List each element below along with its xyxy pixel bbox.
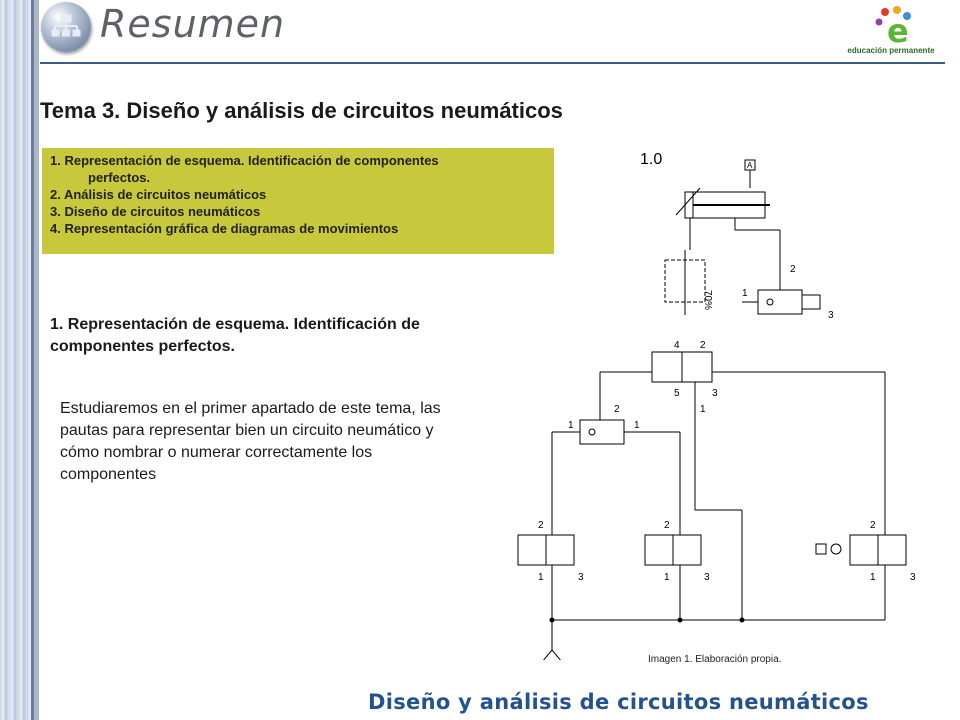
svg-text:1: 1 bbox=[870, 572, 876, 583]
svg-text:1: 1 bbox=[568, 420, 574, 431]
toc-item-2: 2. Análisis de circuitos neumáticos bbox=[50, 187, 267, 202]
left-decorative-border bbox=[0, 0, 39, 720]
svg-text:3: 3 bbox=[578, 572, 584, 583]
header-title: Resumen bbox=[100, 2, 286, 46]
pneumatic-circuit-diagram: 1.0 A 70% 1 2 3 4 2 5 3 1 bbox=[517, 151, 916, 660]
svg-text:70%: 70% bbox=[702, 290, 713, 310]
brand-logo: e educación permanente bbox=[835, 4, 947, 62]
svg-text:2: 2 bbox=[790, 264, 796, 275]
svg-text:3: 3 bbox=[704, 572, 710, 583]
shuttle-valve bbox=[579, 419, 625, 445]
section-body: Estudiaremos en el primer apartado de es… bbox=[60, 400, 441, 483]
svg-text:2: 2 bbox=[664, 520, 670, 531]
svg-text:5: 5 bbox=[674, 388, 680, 399]
svg-text:1: 1 bbox=[634, 420, 640, 431]
toc-item-1: 1. Representación de esquema. Identifica… bbox=[50, 153, 439, 168]
image-caption: Imagen 1. Elaboración propia. bbox=[648, 654, 782, 665]
table-of-contents: 1. Representación de esquema. Identifica… bbox=[42, 148, 554, 254]
brand-mark-icon: e bbox=[875, 6, 911, 50]
svg-text:1: 1 bbox=[538, 572, 544, 583]
svg-text:1: 1 bbox=[664, 572, 670, 583]
svg-text:3: 3 bbox=[910, 572, 916, 583]
svg-text:3: 3 bbox=[712, 388, 718, 399]
quick-exhaust-valve bbox=[757, 289, 803, 315]
toc-item-3: 3. Diseño de circuitos neumáticos bbox=[50, 204, 261, 219]
svg-text:1: 1 bbox=[700, 404, 706, 415]
toc-item-4: 4. Representación gráfica de diagramas d… bbox=[50, 221, 399, 236]
section-heading: 1. Representación de esquema. Identifica… bbox=[50, 316, 420, 355]
svg-text:1: 1 bbox=[742, 288, 748, 299]
svg-text:2: 2 bbox=[614, 404, 620, 415]
svg-text:A: A bbox=[747, 161, 753, 170]
svg-text:2: 2 bbox=[700, 340, 706, 351]
toc-item-1-continuation: perfectos. bbox=[88, 170, 151, 185]
svg-text:4: 4 bbox=[674, 340, 680, 351]
hierarchy-logo-icon bbox=[41, 2, 91, 52]
svg-text:3: 3 bbox=[828, 310, 834, 321]
header-divider bbox=[40, 62, 945, 64]
svg-text:2: 2 bbox=[870, 520, 876, 531]
brand-name: educación permanente bbox=[847, 46, 935, 55]
footer-title: Diseño y análisis de circuitos neumático… bbox=[368, 690, 869, 714]
svg-text:e: e bbox=[887, 12, 909, 48]
svg-text:2: 2 bbox=[538, 520, 544, 531]
page-title: Tema 3. Diseño y análisis de circuitos n… bbox=[40, 98, 563, 123]
cylinder-label: 1.0 bbox=[640, 151, 662, 168]
